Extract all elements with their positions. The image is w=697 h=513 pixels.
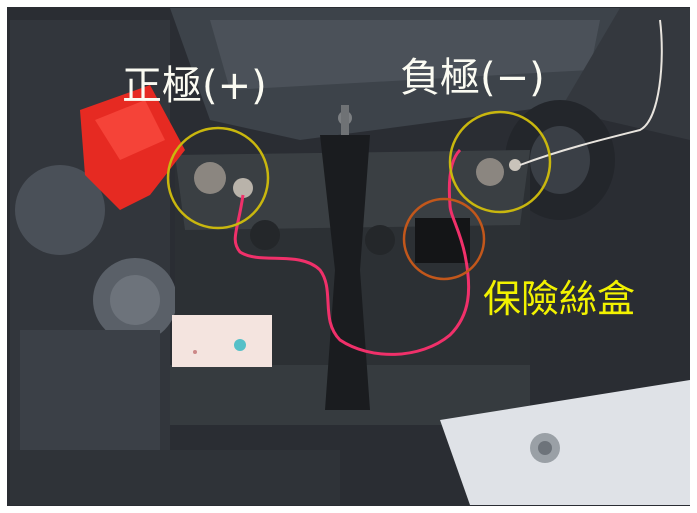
positive-terminal-label: 正極(+) [122, 63, 267, 109]
white-panel [440, 380, 690, 505]
hold-down-bracket [320, 135, 370, 410]
battery-sticker [172, 315, 272, 367]
fuse-box-label: 保險絲盒 [483, 277, 636, 321]
negative-terminal-label: 負極(−) [400, 55, 545, 101]
negative-terminal-circle [448, 110, 552, 214]
fuse-box-circle [402, 197, 486, 281]
negative-terminal-post [476, 158, 504, 186]
positive-terminal-circle [166, 126, 270, 230]
positive-terminal-post [194, 162, 226, 194]
red-wire [233, 148, 471, 356]
